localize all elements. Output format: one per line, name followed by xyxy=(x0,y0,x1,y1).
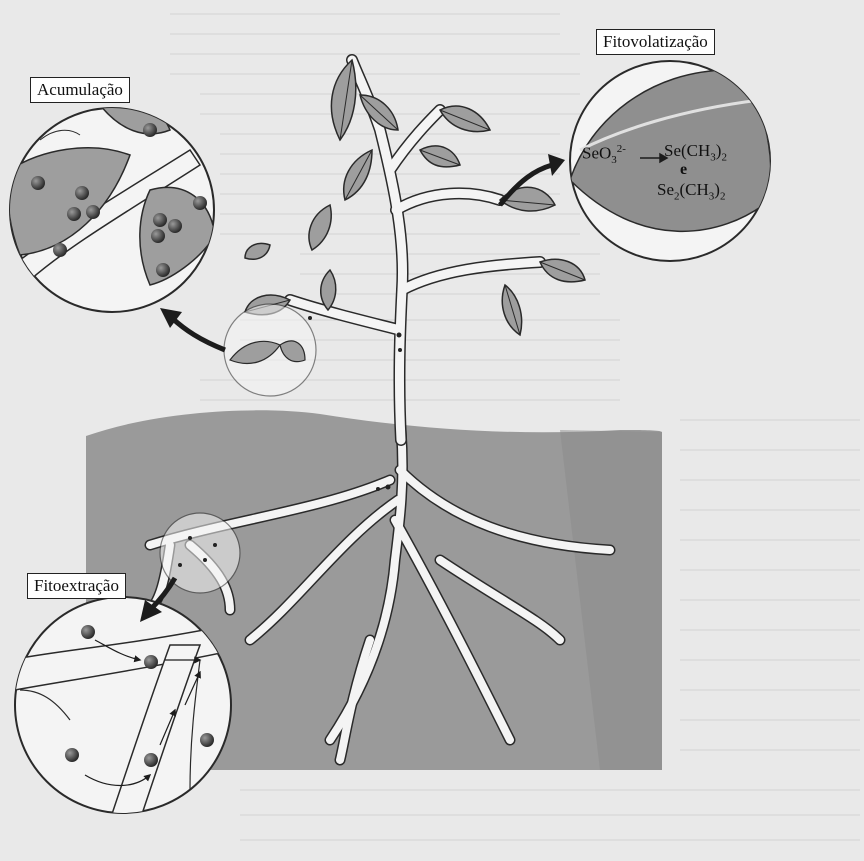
dimethylselenide-formula: Se(CH3)2 xyxy=(664,141,727,163)
phytoextraction-label: Fitoextração xyxy=(27,573,126,599)
reaction-connector: e xyxy=(680,161,687,179)
dimethyldiselenide-formula: Se2(CH3)2 xyxy=(657,180,725,202)
phytovolatilization-label: Fitovolatização xyxy=(596,29,715,55)
accumulation-label: Acumulação xyxy=(30,77,130,103)
selenate-formula: SeO32- xyxy=(582,143,626,166)
